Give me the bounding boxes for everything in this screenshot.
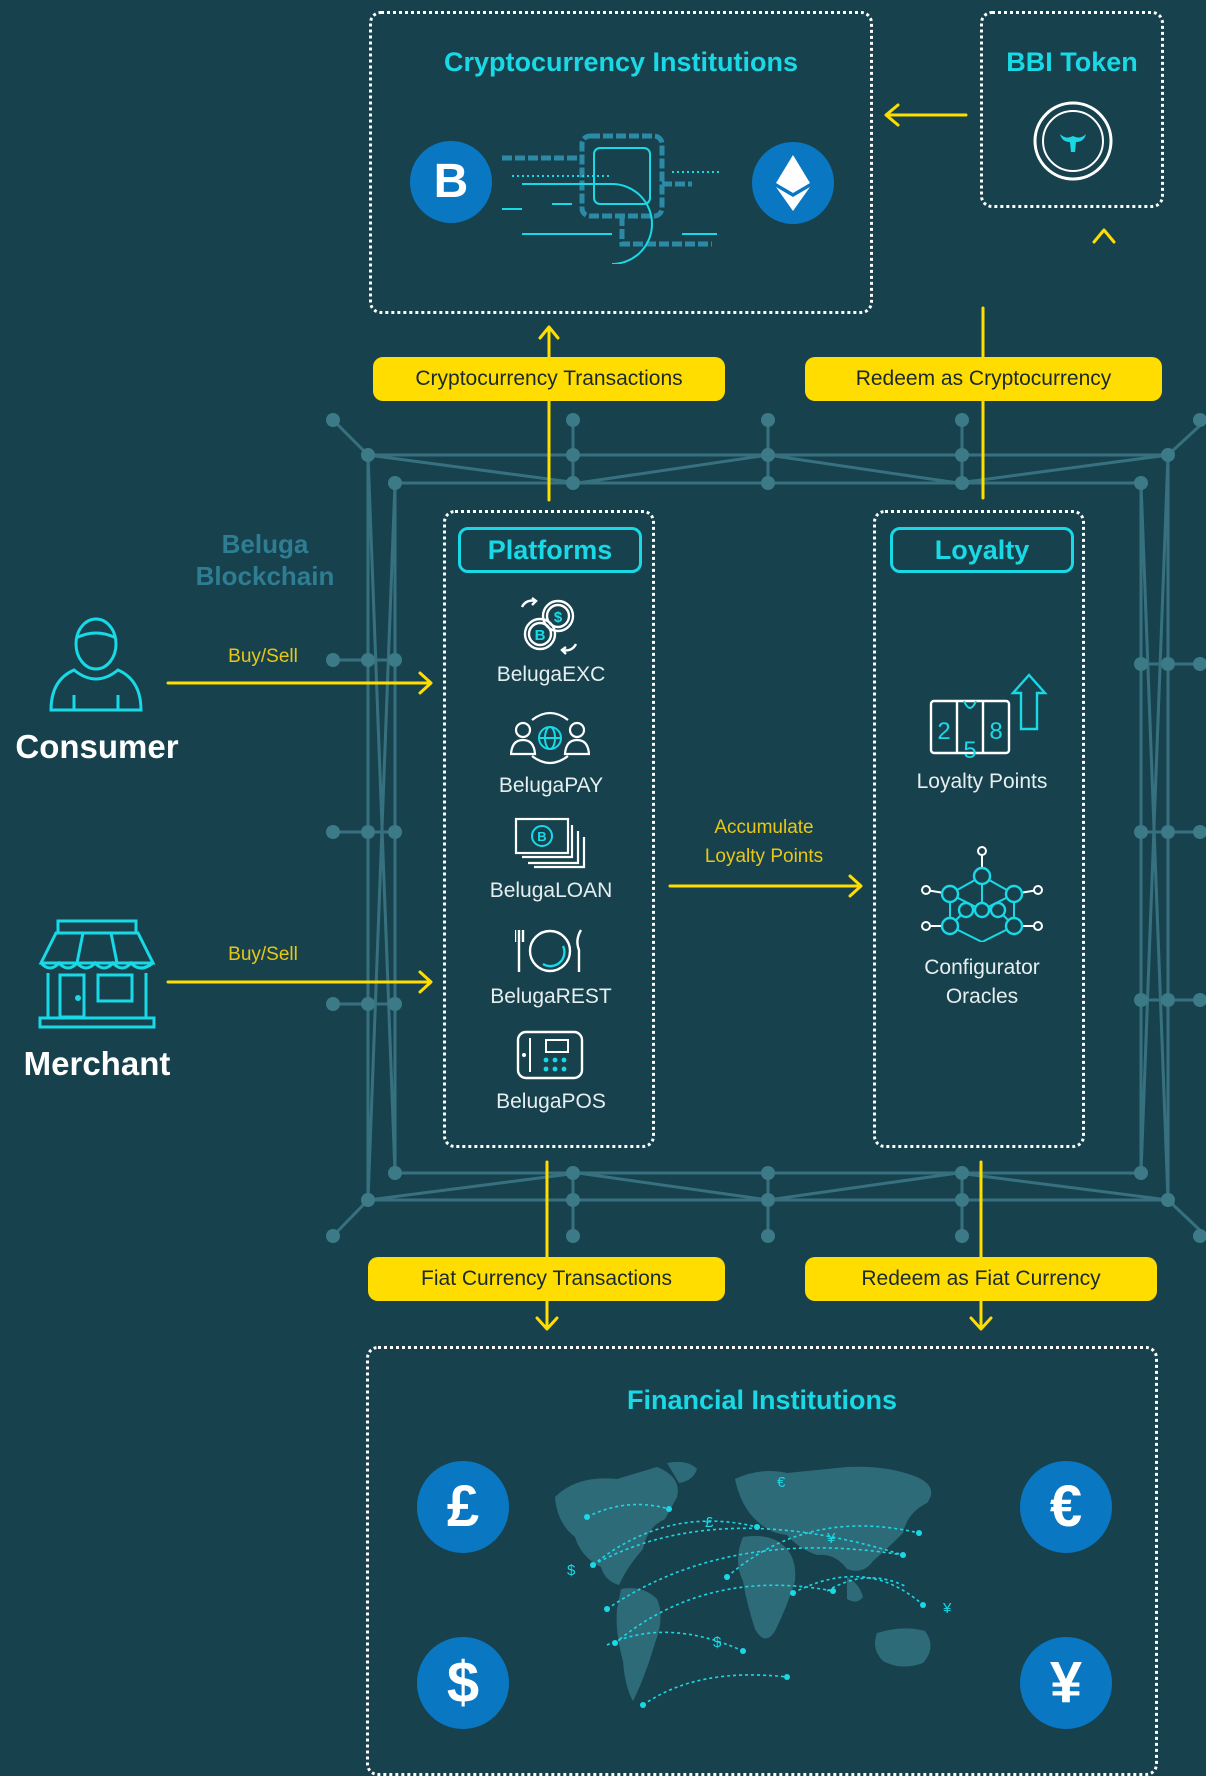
world-map-icon: € £ ¥ ¥ $ $ bbox=[555, 1461, 952, 1708]
bbi-token-box: BBI Token bbox=[980, 11, 1164, 208]
loyalty-box: Loyalty 2 5 8 Loyalty Points bbox=[873, 510, 1085, 1148]
platforms-title: Platforms bbox=[458, 527, 642, 573]
yen-icon: ¥ bbox=[1020, 1637, 1112, 1729]
pound-symbol: £ bbox=[446, 1474, 480, 1539]
svg-text:$: $ bbox=[554, 609, 563, 626]
consumer-label: Consumer bbox=[15, 728, 179, 765]
exchange-coins-icon: $ B bbox=[520, 597, 578, 655]
svg-text:B: B bbox=[535, 627, 546, 644]
beluga-blockchain-line1: Beluga bbox=[221, 529, 309, 559]
bitcoin-symbol: B bbox=[433, 155, 469, 208]
pound-icon: £ bbox=[417, 1461, 509, 1553]
loyalty-points-label: Loyalty Points bbox=[916, 770, 1048, 793]
counter-digit: 8 bbox=[989, 718, 1002, 745]
counter-digit: 5 bbox=[963, 737, 976, 763]
oracles-network-icon bbox=[921, 846, 1043, 942]
consumer-icon bbox=[49, 617, 143, 712]
platform-item-label: BelugaPOS bbox=[496, 1090, 606, 1113]
accumulate-line2: Loyalty Points bbox=[704, 846, 824, 867]
platform-item-label: BelugaREST bbox=[490, 985, 612, 1008]
platform-item-label: BelugaPAY bbox=[498, 774, 604, 797]
merchant-store-icon bbox=[38, 919, 156, 1029]
map-pound-symbol: £ bbox=[705, 1514, 714, 1531]
counter-digit: 2 bbox=[937, 718, 950, 745]
whale-tail-token-icon bbox=[1033, 101, 1113, 181]
euro-symbol: € bbox=[1049, 1474, 1083, 1539]
dollar-icon: $ bbox=[417, 1637, 509, 1729]
circuit-board-icon bbox=[502, 133, 722, 264]
fiat-transactions-label: Fiat Currency Transactions bbox=[368, 1257, 725, 1301]
financial-institutions-title: Financial Institutions bbox=[626, 1385, 897, 1415]
map-yen-symbol: ¥ bbox=[826, 1530, 836, 1547]
map-yen-symbol-2: ¥ bbox=[942, 1600, 952, 1617]
pos-terminal-icon bbox=[516, 1030, 584, 1080]
svg-text:B: B bbox=[537, 829, 546, 844]
platform-item-label: BelugaLOAN bbox=[489, 879, 613, 902]
merchant-label: Merchant bbox=[23, 1045, 171, 1082]
points-counter-icon: 2 5 8 bbox=[929, 673, 1048, 763]
crypto-institutions-box: Cryptocurrency Institutions B bbox=[369, 11, 873, 314]
merchant-buy-sell-label: Buy/Sell bbox=[228, 944, 298, 965]
crypto-transactions-label: Cryptocurrency Transactions bbox=[373, 357, 725, 401]
loyalty-title: Loyalty bbox=[890, 527, 1074, 573]
accumulate-line1: Accumulate bbox=[714, 817, 814, 838]
oracles-line1: Configurator bbox=[924, 956, 1040, 979]
people-globe-icon bbox=[510, 711, 590, 765]
yen-symbol: ¥ bbox=[1049, 1650, 1083, 1715]
plate-cutlery-icon bbox=[515, 929, 583, 973]
redeem-fiat-label: Redeem as Fiat Currency bbox=[805, 1257, 1157, 1301]
platform-item-label: BelugaEXC bbox=[496, 663, 606, 686]
configurator-oracles-label: Configurator Oracles bbox=[877, 953, 1087, 1011]
redeem-crypto-label: Redeem as Cryptocurrency bbox=[805, 357, 1162, 401]
ethereum-icon bbox=[752, 142, 834, 224]
crypto-institutions-title: Cryptocurrency Institutions bbox=[443, 47, 799, 77]
dollar-symbol: $ bbox=[446, 1650, 480, 1715]
map-dollar-symbol-2: $ bbox=[713, 1634, 722, 1651]
bbi-token-title: BBI Token bbox=[1006, 47, 1138, 77]
beluga-blockchain-label: Beluga Blockchain bbox=[180, 528, 350, 592]
platforms-box: Platforms $ B BelugaEXC BelugaPAY bbox=[443, 510, 655, 1148]
financial-institutions-box: Financial Institutions £ € $ ¥ bbox=[366, 1346, 1158, 1776]
oracles-line2: Oracles bbox=[945, 985, 1019, 1008]
map-dollar-symbol: $ bbox=[567, 1562, 576, 1579]
map-euro-symbol: € bbox=[777, 1474, 786, 1491]
beluga-blockchain-line2: Blockchain bbox=[195, 561, 335, 591]
consumer-buy-sell-label: Buy/Sell bbox=[228, 646, 298, 667]
accumulate-loyalty-label: Accumulate Loyalty Points bbox=[684, 813, 844, 871]
banknotes-icon: B bbox=[514, 817, 586, 869]
bitcoin-icon: B bbox=[410, 141, 492, 223]
euro-icon: € bbox=[1020, 1461, 1112, 1553]
